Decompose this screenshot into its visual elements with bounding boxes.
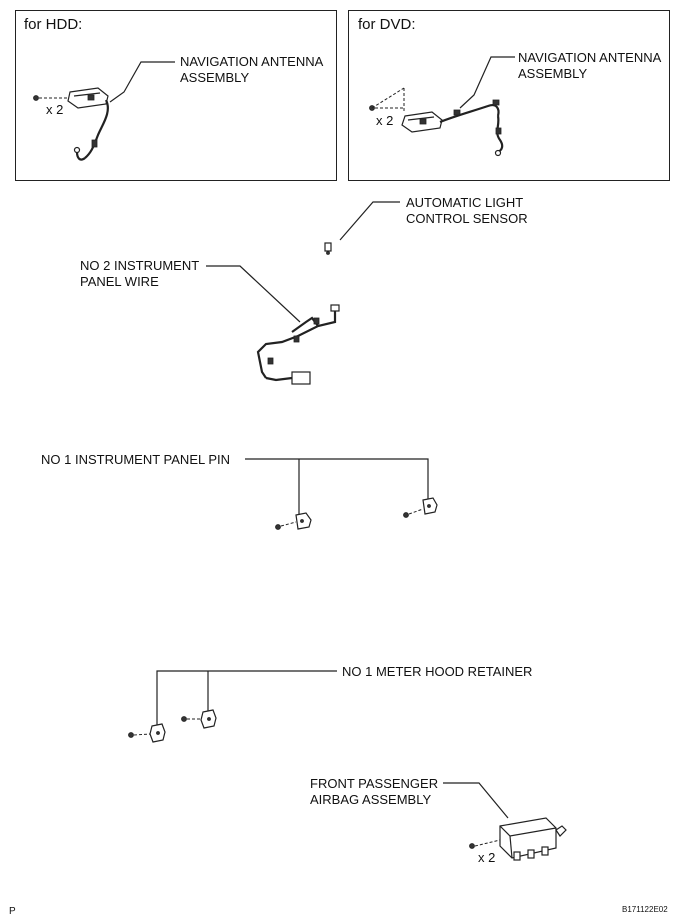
panel-wire-illustration bbox=[206, 265, 340, 385]
hdd-panel bbox=[15, 10, 337, 181]
hdd-antenna-illustration bbox=[33, 61, 175, 161]
light-sensor-label-line1: AUTOMATIC LIGHT bbox=[406, 195, 524, 210]
airbag-illustration bbox=[443, 782, 567, 861]
airbag-label-line2: AIRBAG ASSEMBLY bbox=[310, 792, 432, 807]
dvd-antenna-label-line1: NAVIGATION ANTENNA bbox=[518, 50, 662, 65]
dvd-panel-title: for DVD: bbox=[358, 16, 416, 33]
hdd-bolt-quantity: x 2 bbox=[46, 102, 64, 117]
panel-pin-illustration bbox=[245, 458, 438, 530]
airbag-label-line1: FRONT PASSENGER bbox=[310, 776, 439, 791]
panel-pin-label: NO 1 INSTRUMENT PANEL PIN bbox=[41, 452, 231, 467]
dvd-bolt-quantity: x 2 bbox=[376, 113, 394, 128]
panel-wire-label-line2: PANEL WIRE bbox=[80, 274, 159, 289]
hood-retainer-illustration bbox=[128, 670, 337, 743]
dvd-antenna-label-line2: ASSEMBLY bbox=[518, 66, 588, 81]
airbag-bolt-quantity: x 2 bbox=[478, 850, 496, 865]
hdd-antenna-label-line1: NAVIGATION ANTENNA bbox=[180, 54, 324, 69]
light-sensor-label-line2: CONTROL SENSOR bbox=[406, 211, 528, 226]
figure-code: B171122E02 bbox=[622, 905, 668, 914]
light-sensor-illustration bbox=[324, 201, 400, 255]
hood-retainer-label: NO 1 METER HOOD RETAINER bbox=[342, 664, 533, 679]
hdd-antenna-label-line2: ASSEMBLY bbox=[180, 70, 250, 85]
panel-wire-label-line1: NO 2 INSTRUMENT bbox=[80, 258, 200, 273]
page-letter: P bbox=[9, 906, 16, 917]
dvd-panel bbox=[348, 10, 670, 181]
hdd-panel-title: for HDD: bbox=[24, 16, 83, 33]
dvd-antenna-illustration bbox=[369, 56, 515, 157]
